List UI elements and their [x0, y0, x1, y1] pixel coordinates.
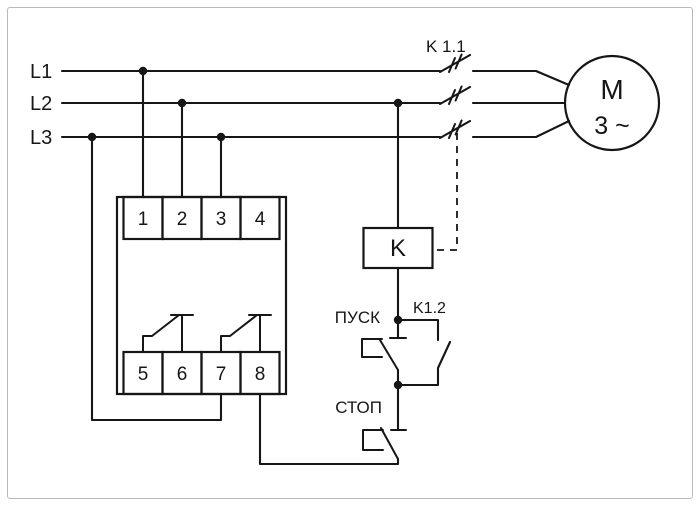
junction-dots [87, 66, 403, 390]
phase-label-l3: L3 [30, 127, 52, 149]
junction-dot [138, 66, 148, 76]
stop-button: СТОП [258, 392, 407, 466]
contact-pole-marks [448, 53, 463, 139]
coil-label: K [390, 235, 406, 262]
aux-contact-label: K1.2 [413, 300, 446, 317]
phase-line-l1 [60, 69, 571, 87]
contactor-main-contacts: K 1.1 [426, 37, 472, 251]
feeder-wires [141, 69, 223, 199]
terminal-3-label: 3 [216, 209, 227, 230]
three-phase-lines: L1 L2 L3 [30, 61, 571, 149]
terminal-7-label: 7 [216, 364, 227, 385]
terminal-6-label: 6 [177, 364, 188, 385]
stop-button-label: СТОП [335, 398, 382, 417]
junction-dot [177, 98, 187, 108]
junction-dot [216, 132, 226, 142]
motor-type: 3 ~ [594, 112, 629, 140]
junction-dot [87, 132, 97, 142]
motor: M 3 ~ [563, 54, 661, 152]
relay-return-wire [90, 135, 223, 422]
mechanical-link-dashed [434, 133, 458, 251]
start-button: ПУСК [335, 266, 407, 432]
terminal-8-label: 8 [255, 364, 266, 385]
stop-return-wire [258, 392, 400, 466]
stop-button-contact [362, 427, 407, 460]
terminal-4-label: 4 [255, 209, 266, 230]
junction-dot [393, 380, 403, 390]
motor-circle [563, 54, 661, 152]
aux-contact: K1.2 [396, 300, 452, 387]
motor-symbol: M [600, 74, 623, 105]
terminal-1-label: 1 [138, 209, 149, 230]
phase-label-l1: L1 [30, 61, 52, 83]
start-button-contact [361, 337, 407, 371]
aux-contact-wires [396, 318, 452, 387]
main-contact-label: K 1.1 [426, 37, 466, 56]
contactor-coil: K [362, 101, 434, 270]
phase-label-l2: L2 [30, 93, 52, 115]
relay-terminal-4 [239, 195, 281, 241]
phase-line-l3 [60, 119, 571, 139]
junction-dot [393, 98, 403, 108]
contact-blades [438, 53, 472, 140]
terminal-5-label: 5 [138, 364, 149, 385]
relay-output-contacts [142, 314, 272, 353]
start-button-label: ПУСК [335, 308, 380, 327]
terminal-2-label: 2 [177, 209, 188, 230]
relay-device: 1 2 3 4 5 6 7 8 [115, 195, 288, 396]
junction-dot [393, 315, 403, 325]
